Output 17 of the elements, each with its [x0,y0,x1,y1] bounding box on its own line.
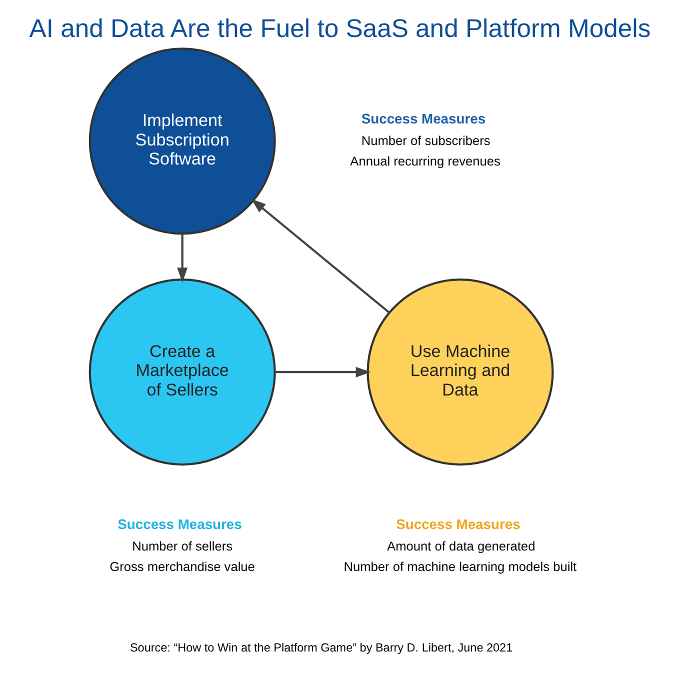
arrow [177,234,188,283]
node-label: Success Measures [396,516,520,532]
node-label: Number of machine learning models built [344,558,577,574]
node-label: Number of sellers [132,538,233,554]
node-circle: Use Machine Learning and Data [366,278,554,466]
node-label: Success Measures [118,516,242,532]
node-label: Gross merchandise value [110,558,255,574]
node-label: Success Measures [361,110,486,126]
arrow [251,198,390,314]
caption: Source: “How to Win at the Platform Game” by Barry D. Libert, June 2021 [130,641,513,654]
node-label: Amount of data generated [387,538,536,554]
diagram-title: AI and Data Are the Fuel to SaaS and Platform Models [29,15,651,44]
node-label: Annual recurring revenues [350,153,500,168]
arrow [274,366,371,378]
node-circle: Create a Marketplace of Sellers [88,278,276,466]
node-label: Number of subscribers [361,133,490,148]
node-circle: Implement Subscription Software [88,48,276,235]
